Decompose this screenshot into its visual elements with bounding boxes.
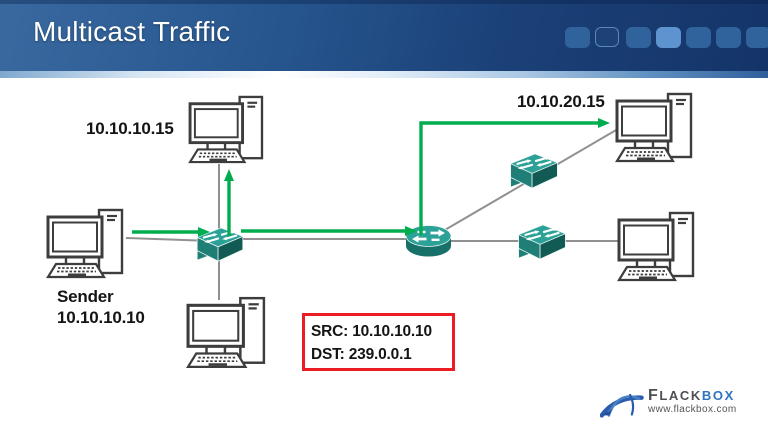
decor-square [595, 27, 619, 47]
router-icon [405, 225, 452, 257]
decor-square [626, 27, 651, 48]
flackbox-swoosh-icon [600, 393, 644, 418]
decor-square [716, 27, 741, 48]
slide-header: Multicast Traffic [0, 0, 768, 71]
brand-website: www.flackbox.com [648, 404, 737, 415]
decor-square [746, 27, 768, 48]
brand-text-column: FLACKBOX www.flackbox.com [648, 387, 737, 416]
packet-src: SRC: 10.10.10.10 [311, 323, 432, 340]
brand-logo: FLACKBOX www.flackbox.com [600, 387, 737, 419]
slide-title: Multicast Traffic [33, 16, 231, 47]
header-accent-strip [0, 71, 768, 78]
sender-name: Sender [57, 287, 114, 306]
receiver1-ip-label: 10.10.10.15 [86, 119, 174, 138]
receiver2-ip-label: 10.10.20.15 [517, 92, 605, 111]
packet-dst: DST: 239.0.0.1 [311, 346, 412, 363]
network-switch-icon [196, 226, 244, 263]
sender-label: Sender 10.10.10.10 [57, 286, 145, 328]
decor-square [686, 27, 711, 48]
network-switch-icon [517, 223, 567, 261]
network-switch-icon [509, 152, 559, 190]
brand-name-dark: FLACK [648, 387, 702, 404]
desktop-computer-icon [615, 92, 693, 163]
decor-square [656, 27, 681, 48]
brand-name: FLACKBOX [648, 389, 737, 403]
desktop-computer-icon [186, 296, 266, 369]
brand-name-blue: BOX [701, 388, 735, 403]
desktop-computer-icon [617, 211, 695, 282]
decor-square [565, 27, 590, 48]
desktop-computer-icon [188, 95, 264, 164]
packet-info-box: SRC: 10.10.10.10 DST: 239.0.0.1 [302, 313, 455, 371]
sender-ip: 10.10.10.10 [57, 308, 145, 327]
desktop-computer-icon [46, 208, 124, 279]
